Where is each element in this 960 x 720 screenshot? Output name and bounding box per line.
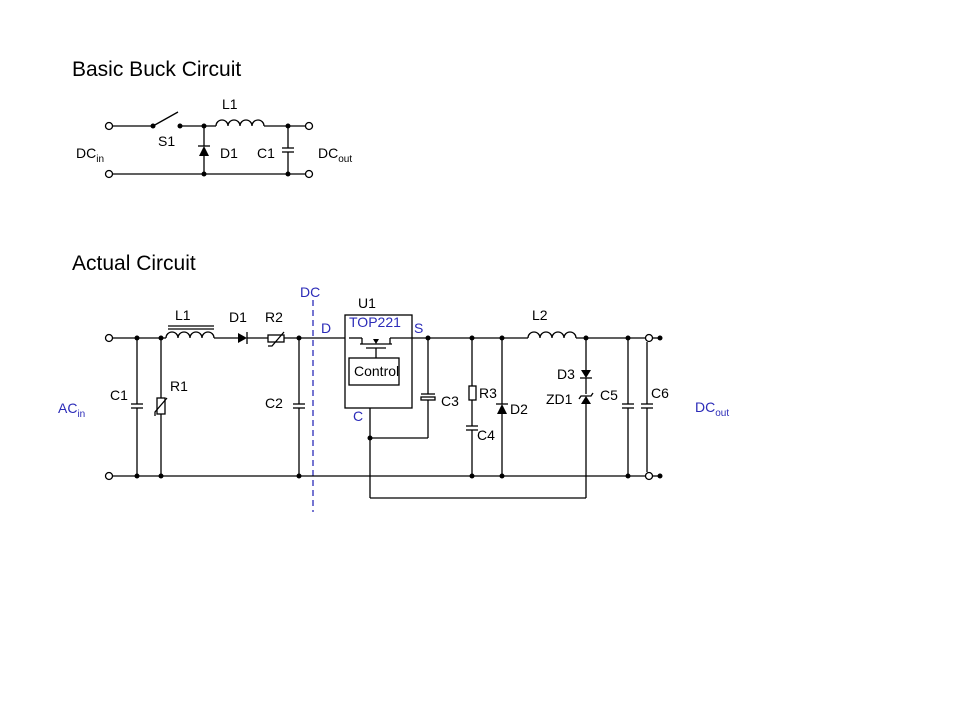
basic-buck-circuit: Basic Buck Circuit L1 S1 D1 xyxy=(72,58,352,179)
label-r2: R2 xyxy=(265,309,283,325)
label-l1: L1 xyxy=(175,307,191,323)
label-c2: C2 xyxy=(265,395,283,411)
label-pin-d: D xyxy=(321,320,331,336)
label-d1: D1 xyxy=(229,309,247,325)
inductor-l1-coil xyxy=(215,119,265,127)
label-basic-dc-out: DCout xyxy=(318,145,352,165)
label-c3: C3 xyxy=(441,393,459,409)
basic-output-terminal-top xyxy=(304,121,314,131)
inductor-l1-coil xyxy=(165,331,215,339)
label-basic-c1: C1 xyxy=(257,145,275,161)
label-dc-out: DCout xyxy=(695,399,729,419)
zener-zd1-symbol xyxy=(581,396,591,404)
label-c1: C1 xyxy=(110,387,128,403)
label-dc-marker: DC xyxy=(300,284,320,300)
label-basic-s1: S1 xyxy=(158,133,175,149)
diode-d2-symbol xyxy=(497,404,507,414)
basic-input-terminal-bottom xyxy=(104,169,114,179)
basic-input-terminal-top xyxy=(104,121,114,131)
inductor-l2-coil xyxy=(527,331,577,339)
label-ac-in: ACin xyxy=(58,400,85,420)
switch-s1-blade xyxy=(152,111,179,127)
actual-circuit: Actual Circuit xyxy=(58,252,729,512)
resistor-r3-body xyxy=(468,385,477,401)
label-pin-c: C xyxy=(353,408,363,424)
basic-output-terminal-bottom xyxy=(304,169,314,179)
basic-title: Basic Buck Circuit xyxy=(72,58,241,81)
varistor-r1-body xyxy=(156,397,166,415)
actual-title: Actual Circuit xyxy=(72,252,196,275)
label-u1: U1 xyxy=(358,295,376,311)
label-pin-s: S xyxy=(414,320,423,336)
label-basic-dc-in: DCin xyxy=(76,145,104,165)
label-basic-l1: L1 xyxy=(222,96,238,112)
label-c5: C5 xyxy=(600,387,618,403)
label-d3: D3 xyxy=(557,366,575,382)
control-block xyxy=(348,357,400,386)
label-l2: L2 xyxy=(532,307,548,323)
label-zd1: ZD1 xyxy=(546,391,573,407)
label-control: Control xyxy=(354,363,399,379)
diode-d1-symbol xyxy=(238,333,247,343)
label-c4: C4 xyxy=(477,427,495,443)
label-top221: TOP221 xyxy=(349,314,401,330)
ac-input-terminal-bottom xyxy=(104,471,114,481)
label-r1: R1 xyxy=(170,378,188,394)
label-c6: C6 xyxy=(651,385,669,401)
diode-d1-symbol xyxy=(199,146,209,156)
label-r3: R3 xyxy=(479,385,497,401)
ac-input-terminal-top xyxy=(104,333,114,343)
diode-d3-symbol xyxy=(581,370,591,378)
label-basic-d1: D1 xyxy=(220,145,238,161)
dc-output-terminal-top xyxy=(644,333,654,343)
dc-output-terminal-bottom xyxy=(644,471,654,481)
label-d2: D2 xyxy=(510,401,528,417)
